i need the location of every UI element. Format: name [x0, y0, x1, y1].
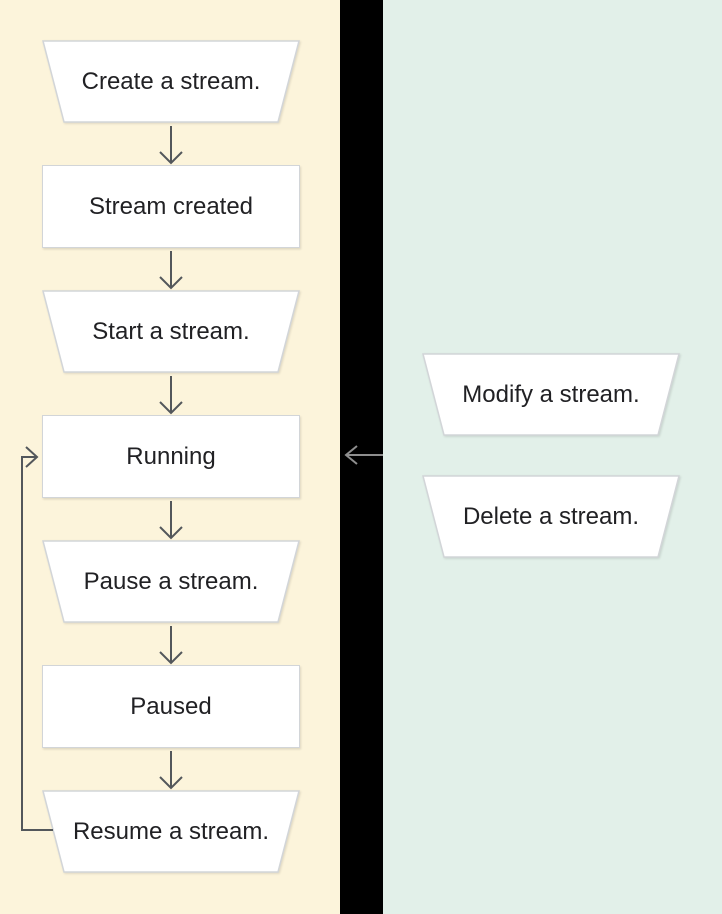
trapezoid-shape [422, 353, 680, 436]
trapezoid-shape [42, 290, 300, 373]
node-modify-a-stream: Modify a stream. [422, 353, 680, 436]
node-label: Paused [130, 692, 212, 720]
node-label: Delete a stream. [462, 502, 640, 530]
node-label: Create a stream. [81, 67, 261, 95]
trapezoid-shape [42, 40, 300, 123]
node-create-a-stream: Create a stream. [42, 40, 300, 123]
node-label: Running [126, 442, 216, 470]
node-label: Stream created [88, 192, 254, 220]
node-label: Resume a stream. [72, 817, 270, 845]
node-paused: Paused [42, 665, 300, 748]
panel-divider [340, 0, 383, 914]
node-label: Start a stream. [92, 317, 250, 345]
node-label: Pause a stream. [83, 567, 259, 595]
node-label: Modify a stream. [462, 380, 640, 408]
node-resume-a-stream: Resume a stream. [42, 790, 300, 873]
node-running: Running [42, 415, 300, 498]
trapezoid-shape [422, 475, 680, 558]
node-start-a-stream: Start a stream. [42, 290, 300, 373]
trapezoid-shape [42, 790, 300, 873]
trapezoid-shape [42, 540, 300, 623]
node-pause-a-stream: Pause a stream. [42, 540, 300, 623]
node-stream-created: Stream created [42, 165, 300, 248]
operations-panel [383, 0, 722, 914]
node-delete-a-stream: Delete a stream. [422, 475, 680, 558]
